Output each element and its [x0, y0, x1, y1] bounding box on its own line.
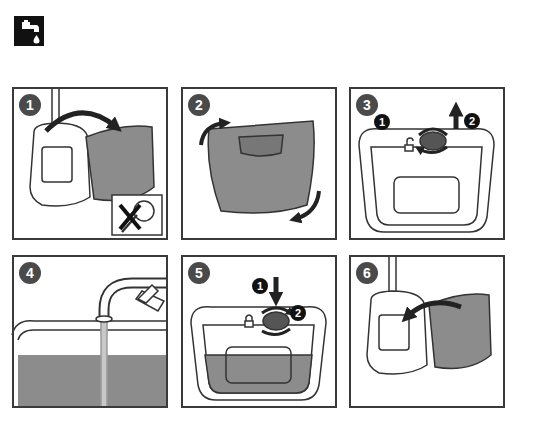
- water-icon: [14, 16, 44, 46]
- step-panel: 6: [349, 255, 505, 408]
- remove-tank-illustration: [30, 89, 162, 235]
- callout-number: 2: [290, 305, 306, 321]
- step-panel: 1: [12, 87, 168, 240]
- step-panel: 2: [181, 87, 337, 240]
- step-number: 2: [188, 94, 210, 116]
- step-number: 5: [188, 262, 210, 284]
- callout-number: 1: [374, 114, 390, 130]
- open-lid-illustration: [359, 109, 494, 232]
- step-number: 1: [19, 94, 41, 116]
- insert-tank-illustration: [367, 257, 491, 374]
- step-number: 4: [19, 262, 41, 284]
- step-number: 3: [356, 94, 378, 116]
- fill-water-illustration: [12, 283, 166, 407]
- callout-number: 1: [252, 278, 268, 294]
- tank-illustration: [201, 121, 319, 219]
- step-number: 6: [356, 262, 378, 284]
- close-lid-illustration: [191, 277, 326, 400]
- step-panel: 4: [12, 255, 168, 408]
- callout-number: 2: [464, 113, 480, 129]
- step-panel: 3: [349, 87, 505, 240]
